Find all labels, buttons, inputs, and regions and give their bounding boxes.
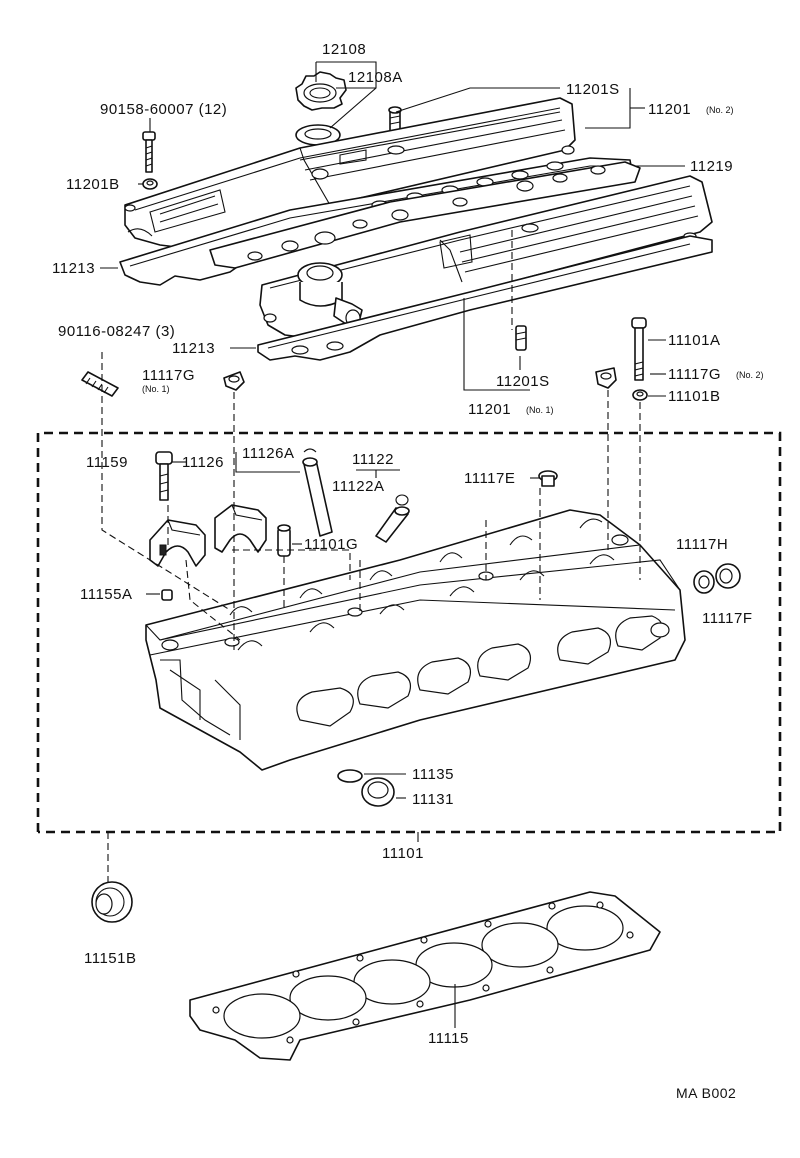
- part-labels: 12108 12108A 90158-60007 (12) 11201S 112…: [52, 41, 764, 1101]
- plug-11117F: [715, 563, 741, 589]
- label-11213-lower: 11213: [172, 340, 215, 357]
- head-cover-gasket-lower: [257, 235, 713, 361]
- plug-11117E: [538, 470, 558, 487]
- label-11101G: 11101G: [304, 536, 358, 553]
- label-11219: 11219: [690, 158, 733, 175]
- cylinder-head: [145, 509, 686, 771]
- label-11101: 11101: [382, 845, 424, 862]
- stud-11201S-mid: [515, 325, 527, 351]
- label-90116: 90116-08247 (3): [58, 323, 175, 340]
- label-11117G-no2-sub: (No. 2): [736, 370, 764, 380]
- label-11201-mid-no: (No. 1): [526, 405, 554, 415]
- alignment-lines: [101, 230, 641, 882]
- stud-90116: [81, 371, 119, 397]
- label-90158: 90158-60007 (12): [100, 101, 227, 118]
- bolt-11159: [155, 451, 173, 501]
- label-11131: 11131: [412, 791, 454, 808]
- seal-11131: [361, 777, 395, 807]
- label-11201-mid: 11201: [468, 401, 511, 418]
- label-11117F: 11117F: [702, 610, 753, 627]
- bearing-cap-right: [214, 504, 267, 553]
- label-11201S-top: 11201S: [566, 81, 620, 98]
- label-11122A: 11122A: [332, 478, 385, 495]
- label-11122: 11122: [352, 451, 394, 468]
- label-11101A: 11101A: [668, 332, 721, 349]
- label-11159: 11159: [86, 454, 128, 471]
- seal-11117G-no2: [595, 367, 617, 389]
- valve-guide-11122: [375, 506, 410, 543]
- oil-filler-cap-gasket: [295, 124, 341, 146]
- washer-11201B: [142, 178, 158, 190]
- label-11117H: 11117H: [676, 536, 728, 553]
- label-11135: 11135: [412, 766, 454, 783]
- label-11201S-mid: 11201S: [496, 373, 550, 390]
- bolt-90158: [142, 131, 156, 173]
- washer-11101B: [632, 389, 648, 401]
- bolt-11101A: [631, 317, 647, 381]
- label-11151B: 11151B: [84, 950, 137, 967]
- seal-11117G-no1: [223, 371, 245, 391]
- label-11101B: 11101B: [668, 388, 721, 405]
- head-cover-no1: [259, 175, 713, 339]
- label-11213-upper: 11213: [52, 260, 95, 277]
- head-gasket: [189, 891, 661, 1061]
- head-cover-gasket-11219: [209, 161, 641, 269]
- assembly-frame: [36, 431, 782, 834]
- label-12108A: 12108A: [348, 69, 403, 86]
- seal-11135: [337, 769, 363, 783]
- clip-11126A: [303, 448, 317, 453]
- snap-ring-11122A: [395, 494, 409, 506]
- label-11201-top: 11201: [648, 101, 691, 118]
- label-11155A: 11155A: [80, 586, 133, 603]
- seal-11117H: [693, 570, 715, 594]
- label-11126: 11126: [182, 454, 224, 471]
- oil-filler-cap: [295, 71, 347, 111]
- footer-code: MA B002: [676, 1085, 736, 1101]
- leader-lines: [100, 61, 685, 1028]
- label-11117G-no2: 11117G: [668, 366, 721, 383]
- valve-guide-11126: [302, 457, 333, 537]
- label-12108: 12108: [322, 41, 366, 58]
- head-cover-no2: [124, 97, 576, 249]
- label-11201-top-no: (No. 2): [706, 105, 734, 115]
- guide-11101G: [277, 524, 291, 557]
- label-11117G-no1: 11117G: [142, 367, 195, 384]
- label-11117E: 11117E: [464, 470, 515, 487]
- label-11115: 11115: [428, 1030, 469, 1047]
- label-11201B: 11201B: [66, 176, 120, 193]
- pin-11155A: [161, 589, 173, 601]
- bearing-cap-left: [149, 519, 206, 567]
- oil-seal-11151B: [91, 881, 133, 923]
- label-11126A: 11126A: [242, 445, 295, 462]
- label-11117G-no1-sub: (No. 1): [142, 384, 170, 394]
